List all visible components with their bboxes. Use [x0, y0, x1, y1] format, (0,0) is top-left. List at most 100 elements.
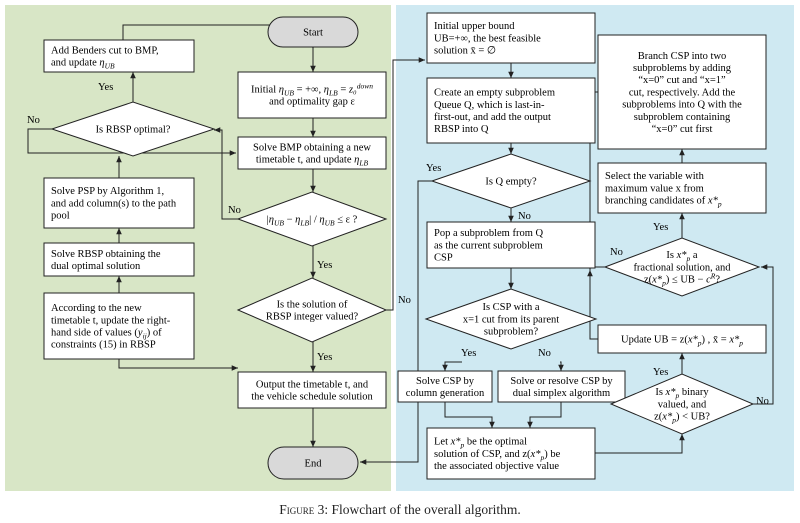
node-add-benders: Add Benders cut to BMP,and update ηUB​: [43, 39, 195, 73]
node-init: Initial ηUB​ = +∞, ηLB​ = z₀down​and opt…: [237, 71, 387, 119]
node-text: dual simplex algorithm: [513, 388, 610, 399]
flow-arrow: [214, 127, 238, 220]
decision-diamond: [609, 373, 755, 435]
node-text: column generation: [406, 388, 485, 399]
node-text: Create an empty subproblem: [434, 88, 555, 99]
node-text: Is the solution of: [277, 299, 348, 310]
flow-arrow: [587, 270, 598, 340]
decision-diamond: [430, 153, 592, 209]
terminal-box: [267, 16, 359, 48]
node-text: branching candidates of x*p​: [605, 196, 722, 209]
figure-caption: Figure 3: Flowchart of the overall algor…: [0, 502, 800, 518]
node-text: Initial upper bound: [434, 21, 515, 32]
node-gap-check: |ηUB​ − ηLB​| / ηUB​ ≤ ε ?: [236, 191, 388, 247]
node-text: cut, respectively. Add the: [629, 87, 736, 98]
node-text: subproblem containing: [634, 112, 731, 123]
decision-diamond: [236, 191, 388, 247]
node-text: Solve CSP by: [416, 376, 475, 387]
node-text: Output the timetable t, and: [256, 379, 369, 390]
decision-diamond: [603, 237, 761, 297]
caption-label: Figure 3:: [279, 502, 329, 517]
node-text: Update UB = z(x*p​) , x̄ = x*p​: [621, 334, 743, 347]
node-text: solution x̄ = ∅: [434, 46, 496, 57]
node-text: Add Benders cut to BMP,: [51, 45, 159, 56]
process-box: [426, 427, 596, 480]
node-text: the associated objective value: [434, 461, 559, 472]
edge-label-yes: Yes: [653, 367, 668, 378]
node-text: Solve BMP obtaining a new: [253, 142, 371, 153]
flow-arrow: [595, 434, 685, 454]
decision-diamond: [236, 277, 388, 343]
node-text: subproblems by adding: [633, 63, 732, 74]
process-box: [597, 324, 767, 354]
process-box: [43, 242, 195, 277]
node-text: “x=0” cut and “x=1”: [638, 75, 726, 86]
process-box: [426, 12, 596, 64]
node-text: subproblems into Q with the: [622, 100, 742, 111]
node-text: Is CSP with a: [482, 302, 539, 313]
process-box: [43, 292, 195, 360]
node-text: maximum value x from: [605, 183, 704, 194]
process-box: [426, 221, 596, 269]
edge-label-no: No: [27, 115, 40, 126]
edges: [27, 24, 774, 465]
edge-label-no: No: [538, 348, 551, 359]
terminal-box: [267, 446, 359, 480]
node-text: RBSP into Q: [434, 124, 489, 135]
flow-arrow: [558, 361, 564, 371]
edge-label-yes: Yes: [653, 222, 668, 233]
node-text: as the current subproblem: [434, 240, 543, 251]
process-box: [597, 162, 767, 214]
node-text: fractional solution, and: [633, 262, 731, 273]
process-box: [237, 136, 387, 170]
node-text: Is x*p​ binary: [655, 387, 709, 400]
node-text: solution of CSP, and z(x*p​) be: [434, 449, 561, 462]
node-text: Branch CSP into two: [638, 51, 727, 62]
node-text: first-out, and add the output: [434, 112, 551, 123]
process-box: [426, 77, 596, 144]
node-text: Is RBSP optimal?: [96, 124, 171, 135]
edge-label-no: No: [228, 205, 241, 216]
caption-text: Flowchart of the overall algorithm.: [331, 502, 521, 517]
node-text: End: [305, 458, 323, 469]
node-text: Solve RBSP obtaining the: [51, 249, 161, 260]
process-box: [43, 177, 195, 229]
node-text: subproblem?: [484, 327, 539, 338]
flow-arrow: [527, 402, 562, 428]
node-text: Queue Q, which is last-in-: [434, 100, 545, 111]
node-x1-cut: Is CSP with ax=1 cut from its parentsubp…: [424, 288, 598, 350]
node-end: End: [267, 446, 359, 480]
edge-label-yes: Yes: [426, 163, 441, 174]
node-solve-psp: Solve PSP by Algorithm 1,and add column(…: [43, 177, 195, 229]
edge-label-no: No: [756, 396, 769, 407]
node-text: dual optimal solution: [51, 261, 141, 272]
node-text: Is Q empty?: [485, 176, 537, 187]
node-text: and optimality gap ε: [269, 97, 355, 108]
node-text: Let x*p​ be the optimal: [434, 437, 527, 450]
node-text: Solve PSP by Algorithm 1,: [51, 186, 164, 197]
node-text: According to the new: [51, 303, 142, 314]
node-text: and add column(s) to the path: [51, 198, 177, 209]
node-text: CSP: [434, 253, 453, 264]
node-rbsp-optimal: Is RBSP optimal?: [50, 101, 216, 157]
node-text: Select the variable with: [605, 171, 705, 182]
node-text: z(x*p​) < UB?: [654, 412, 710, 425]
node-text: valued, and: [658, 399, 707, 410]
flow-arrow: [444, 402, 495, 428]
node-text: pool: [51, 211, 70, 222]
